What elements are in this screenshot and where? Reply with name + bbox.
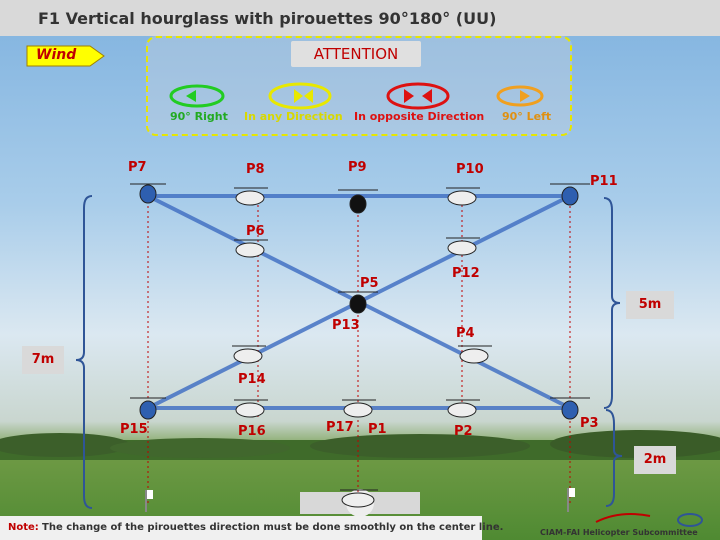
heli-p4	[458, 345, 492, 364]
legend-opposite: In opposite Direction	[354, 110, 485, 123]
heli-landing	[340, 489, 378, 508]
credit-text: CIAM-FAI Helicopter Subcommittee	[540, 528, 698, 537]
point-label: P13	[332, 318, 360, 333]
note-text: The change of the pirouettes direction m…	[42, 522, 504, 533]
point-label: P16	[238, 424, 266, 439]
legend-right: 90° Right	[170, 110, 228, 123]
note-label: Note:	[8, 522, 39, 533]
heli-p2	[446, 399, 480, 418]
point-label: P3	[580, 416, 599, 431]
heli-p17	[342, 399, 376, 418]
heli-p6	[234, 239, 268, 258]
dimension-7m: 7m	[22, 346, 64, 374]
point-label: P12	[452, 266, 480, 281]
rotate-left-icon	[496, 85, 544, 107]
point-label: P9	[348, 160, 367, 175]
dimension-2m: 2m	[634, 446, 676, 474]
heli-p3	[550, 397, 590, 420]
point-label: P2	[454, 424, 473, 439]
heli-p11	[550, 183, 590, 206]
heli-p8	[234, 187, 268, 206]
heli-p10	[446, 187, 480, 206]
point-label: P5	[360, 276, 379, 291]
flag-right-icon	[567, 488, 575, 512]
heli-p16	[234, 399, 268, 418]
page-title: F1 Vertical hourglass with pirouettes 90…	[38, 9, 497, 28]
rotate-any-icon	[268, 82, 332, 110]
point-label: P4	[456, 326, 475, 341]
point-label: P14	[238, 372, 266, 387]
point-label: P8	[246, 162, 265, 177]
point-label: P1	[368, 422, 387, 437]
heli-p14	[232, 345, 266, 364]
heli-p15	[130, 397, 166, 420]
point-label: P15	[120, 422, 148, 437]
legend-any: In any Direction	[244, 110, 343, 123]
heli-p12	[446, 237, 480, 256]
heli-p7	[130, 183, 166, 204]
point-label: P17	[326, 420, 354, 435]
rotate-opposite-icon	[386, 82, 450, 110]
point-label: P6	[246, 224, 265, 239]
point-label: P10	[456, 162, 484, 177]
point-label: P11	[590, 174, 618, 189]
point-label: P7	[128, 160, 147, 175]
heli-p5	[338, 291, 378, 314]
title-bar	[0, 0, 720, 36]
heli-p9	[338, 189, 378, 214]
dimension-5m: 5m	[626, 291, 674, 319]
note-bar: Note: The change of the pirouettes direc…	[0, 516, 503, 540]
flag-left-icon	[145, 490, 153, 512]
legend-left: 90° Left	[502, 110, 552, 123]
rotate-right-icon	[169, 84, 225, 108]
attention-label: ATTENTION	[291, 41, 421, 67]
wind-label: Wind	[36, 47, 77, 63]
wind-arrow-icon	[26, 45, 105, 67]
